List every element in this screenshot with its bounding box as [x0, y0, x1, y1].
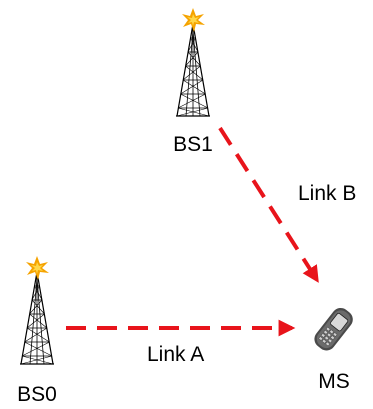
ms-mobile-phone-icon	[314, 307, 353, 351]
bs1-signal-spark-icon	[182, 8, 205, 32]
link-a-label: Link A	[147, 343, 204, 366]
link-b-label: Link B	[298, 182, 356, 205]
bs1-label: BS1	[173, 133, 213, 156]
bs0-signal-spark-icon	[26, 256, 49, 280]
bs1-tower-icon	[175, 23, 211, 117]
bs0-label: BS0	[17, 383, 57, 406]
bs0-tower-icon	[19, 271, 55, 365]
ms-label: MS	[318, 370, 350, 393]
